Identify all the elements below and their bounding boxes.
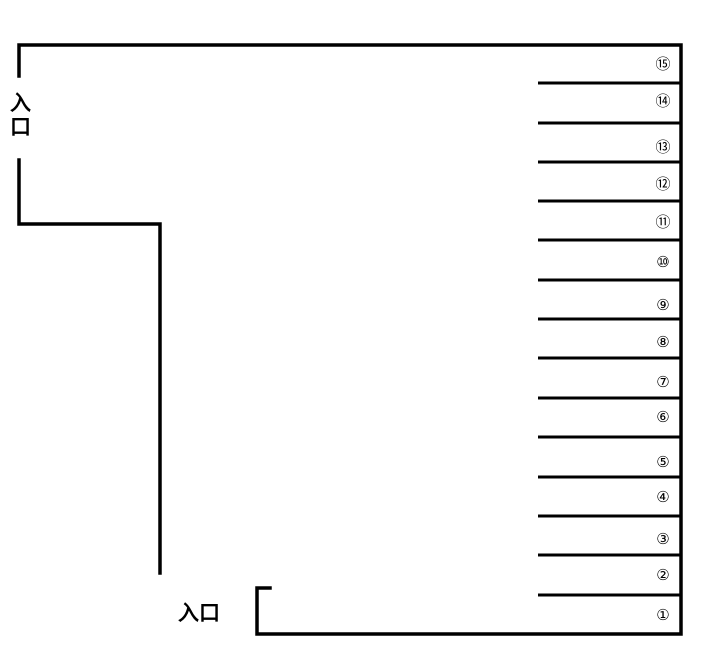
stall-number-12: ⑫ xyxy=(655,175,670,193)
outer-wall-left-inner xyxy=(17,158,162,575)
entrance-label-top: 入口 xyxy=(10,91,31,139)
stall-number-10: ⑩ xyxy=(656,253,669,271)
outer-wall-top-left xyxy=(17,43,683,636)
stall-dividers xyxy=(538,81,681,597)
stall-number-2: ② xyxy=(656,566,669,584)
stall-number-15: ⑮ xyxy=(655,55,670,73)
stall-number-1: ① xyxy=(656,606,669,624)
stall-numbers: ① ② ③ ④ ⑤ ⑥ ⑦ ⑧ ⑨ ⑩ ⑪ ⑫ ⑬ ⑭ ⑮ xyxy=(655,55,670,624)
stall-number-6: ⑥ xyxy=(656,408,669,426)
stall-number-3: ③ xyxy=(656,530,669,548)
stall-number-8: ⑧ xyxy=(656,333,669,351)
stall-number-5: ⑤ xyxy=(656,453,669,471)
stall-number-7: ⑦ xyxy=(656,373,669,391)
stall-number-9: ⑨ xyxy=(656,296,669,314)
stall-number-11: ⑪ xyxy=(655,213,670,231)
stall-number-14: ⑭ xyxy=(655,92,670,110)
stall-number-13: ⑬ xyxy=(655,138,670,156)
stall-number-4: ④ xyxy=(656,488,669,506)
entrance-label-bottom: 入口 xyxy=(178,601,220,625)
